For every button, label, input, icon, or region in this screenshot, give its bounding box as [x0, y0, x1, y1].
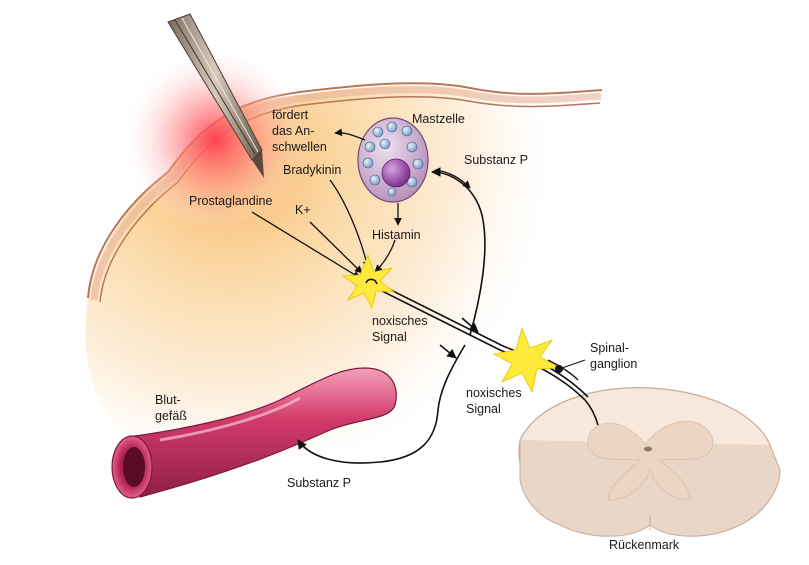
- needle-icon: [167, 13, 264, 178]
- label-noxisches-signal-1b: Signal: [372, 330, 407, 344]
- label-substanz-p-bottom: Substanz P: [287, 476, 351, 490]
- label-foerdert-2: das An-: [272, 124, 314, 138]
- label-rueckenmark: Rückenmark: [609, 538, 680, 552]
- label-foerdert-1: fördert: [272, 108, 309, 122]
- label-mastzelle: Mastzelle: [412, 112, 465, 126]
- label-noxisches-signal-2a: noxisches: [466, 386, 522, 400]
- ganglion-pointer: [561, 359, 586, 369]
- label-bradykinin: Bradykinin: [283, 163, 341, 177]
- label-spinalganglion-a: Spinal-: [590, 341, 629, 355]
- injury-glow: [120, 55, 310, 225]
- nerve-fibers: [297, 167, 599, 464]
- mast-cell: [357, 117, 429, 203]
- mast-cell-nucleus: [381, 158, 411, 188]
- label-kplus: K+: [295, 203, 311, 217]
- label-blutgefaess-a: Blut-: [155, 393, 181, 407]
- nociceptor-spark-1: [341, 253, 396, 310]
- label-substanz-p-top: Substanz P: [464, 153, 528, 167]
- label-histamin: Histamin: [372, 228, 421, 242]
- label-spinalganglion-b: ganglion: [590, 357, 637, 371]
- skin-surface: [87, 82, 603, 299]
- label-blutgefaess-b: gefäß: [155, 409, 187, 423]
- label-noxisches-signal-2b: Signal: [466, 402, 501, 416]
- mediator-arrows: [251, 128, 471, 279]
- spinal-cord: [518, 387, 781, 537]
- label-prostaglandine: Prostaglandine: [189, 194, 272, 208]
- diagram-labels: fördert das An- schwellen Mastzelle Brad…: [155, 108, 680, 552]
- spinal-ganglion: [547, 359, 579, 381]
- mast-cell-granules: [362, 121, 424, 197]
- blood-vessel: [111, 367, 397, 499]
- label-noxisches-signal-1a: noxisches: [372, 314, 428, 328]
- label-foerdert-3: schwellen: [272, 140, 327, 154]
- nociceptor-spark-2: [492, 326, 562, 394]
